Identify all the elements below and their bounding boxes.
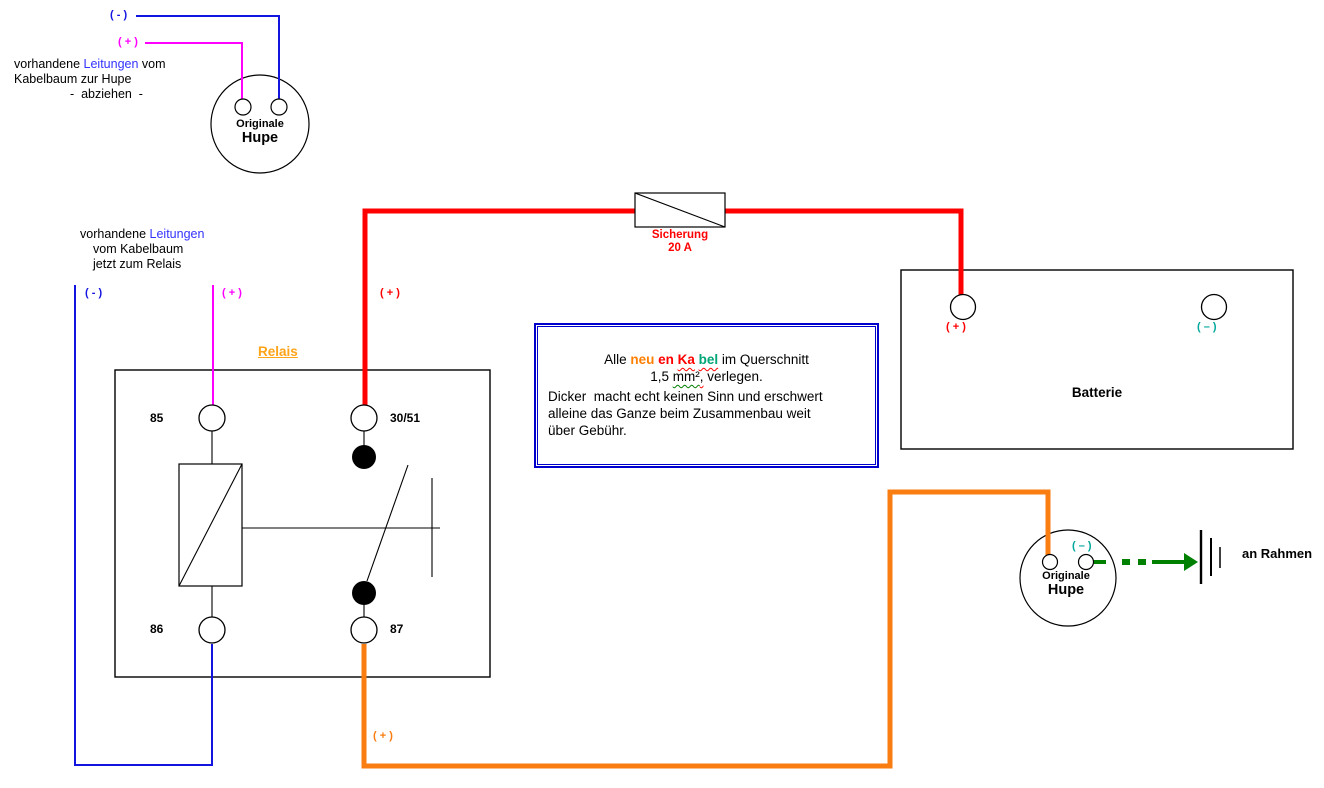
relay-terminal-87 (350, 616, 378, 644)
ground-frame-label: an Rahmen (1242, 546, 1313, 561)
note-box-line3: Dicker macht echt keinen Sinn und erschw… (548, 389, 823, 404)
note-mid-line1-leitungen: Leitungen (149, 227, 205, 241)
battery-name-label: Batterie (1071, 385, 1123, 400)
relay-title: Relais (258, 344, 298, 359)
relay-terminal-86-label: 86 (150, 622, 164, 636)
bottom-horn-terminal-left (1041, 553, 1059, 571)
wire-neg-blue-label: ( - ) (85, 287, 103, 299)
note-box-l2-comma: , (699, 369, 704, 384)
note-box-l1-en: en (654, 352, 678, 367)
note-top-line1-pre: vorhandene (14, 57, 84, 71)
note-box-line4: alleine das Ganze beim Zusammenbau weit (548, 406, 811, 421)
relay-terminal-86 (198, 616, 226, 644)
top-horn-name-line2: Hupe (241, 130, 279, 146)
ground-wire-dash-1 (1122, 559, 1130, 565)
wire-blue-to-86 (74, 285, 213, 766)
note-box-l1-bel: bel (698, 352, 719, 367)
bottom-horn-name-line2: Hupe (1047, 582, 1085, 598)
fuse-diagonal (634, 192, 726, 228)
relay-terminal-85-label: 85 (150, 411, 164, 425)
top-horn-body (210, 74, 310, 174)
relay-terminal-3051-label: 30/51 (390, 411, 421, 425)
note-mid-line3: jetzt zum Relais (93, 257, 182, 271)
fuse-rating-label: 20 A (668, 242, 692, 254)
note-box: Alle neu en Ka bel im Querschnitt 1,5 mm… (534, 323, 879, 468)
note-box-l2-value: 1,5 (650, 369, 673, 384)
note-box-line5: über Gebühr. (548, 423, 627, 438)
note-top-line1-leitungen: Leitungen (83, 57, 139, 71)
relay-terminal-3051 (350, 404, 378, 432)
note-top-line1: vorhandene Leitungen vom (14, 57, 166, 72)
battery-terminal-negative (1200, 293, 1228, 321)
fuse-name-label: Sicherung (651, 229, 709, 241)
note-mid-line1: vorhandene Leitungen (80, 227, 204, 242)
top-horn-terminal-right (270, 98, 288, 116)
battery-terminal-positive (949, 293, 977, 321)
note-box-line1: Alle neu en Ka bel im Querschnitt (536, 352, 877, 367)
note-box-line2: 1,5 mm², verlegen. (536, 369, 877, 384)
note-top-line1-post: vom (138, 57, 166, 71)
note-box-l1-neu: neu (630, 352, 655, 367)
bottom-horn-body (1019, 529, 1117, 627)
battery-neg-label: ( – ) (1197, 321, 1217, 333)
relay-box (114, 369, 491, 678)
ground-arrow-head (1184, 553, 1198, 571)
bottom-horn-terminal-right (1077, 553, 1095, 571)
bottom-horn-name-line1: Originale (1042, 570, 1090, 582)
top-horn-neg-label: ( - ) (110, 9, 128, 21)
top-horn-terminal-left (234, 98, 252, 116)
battery-pos-label: ( + ) (946, 321, 966, 333)
relay-contact-dot-bottom (352, 581, 376, 605)
note-mid-line1-pre: vorhandene (80, 227, 150, 241)
relay-coil-diagonal (178, 463, 243, 587)
wire-blue-top (136, 15, 280, 101)
wire-pos-red-label: ( + ) (380, 287, 400, 299)
relay-contact-dot-top (352, 445, 376, 469)
note-top-line3: - abziehen - (70, 87, 143, 101)
note-top-line2: Kabelbaum zur Hupe (14, 72, 132, 86)
note-box-l1-querschnitt: im Querschnitt (718, 352, 809, 367)
top-horn-pos-label: ( + ) (118, 36, 138, 48)
note-box-l2-verlegen: verlegen. (703, 369, 763, 384)
wire-pos-orange-label: ( + ) (373, 730, 393, 742)
bottom-horn-neg-label: ( – ) (1072, 540, 1092, 552)
note-box-inner-border (537, 326, 876, 465)
relay-terminal-87-label: 87 (390, 622, 404, 636)
wire-pos-magenta-label: ( + ) (222, 287, 242, 299)
note-box-l1-ka: Ka (677, 352, 695, 367)
switch-arm (366, 464, 409, 582)
note-box-l1-alle: Alle (604, 352, 631, 367)
note-mid-line2: vom Kabelbaum (93, 242, 184, 256)
ground-wire-dash-2 (1138, 559, 1146, 565)
relay-terminal-85 (198, 404, 226, 432)
top-horn-name-line1: Originale (236, 118, 284, 130)
wire-magenta-top (145, 42, 243, 101)
wire-orange-87-to-horn (361, 489, 1051, 769)
note-box-l2-mm2: mm² (672, 369, 700, 384)
